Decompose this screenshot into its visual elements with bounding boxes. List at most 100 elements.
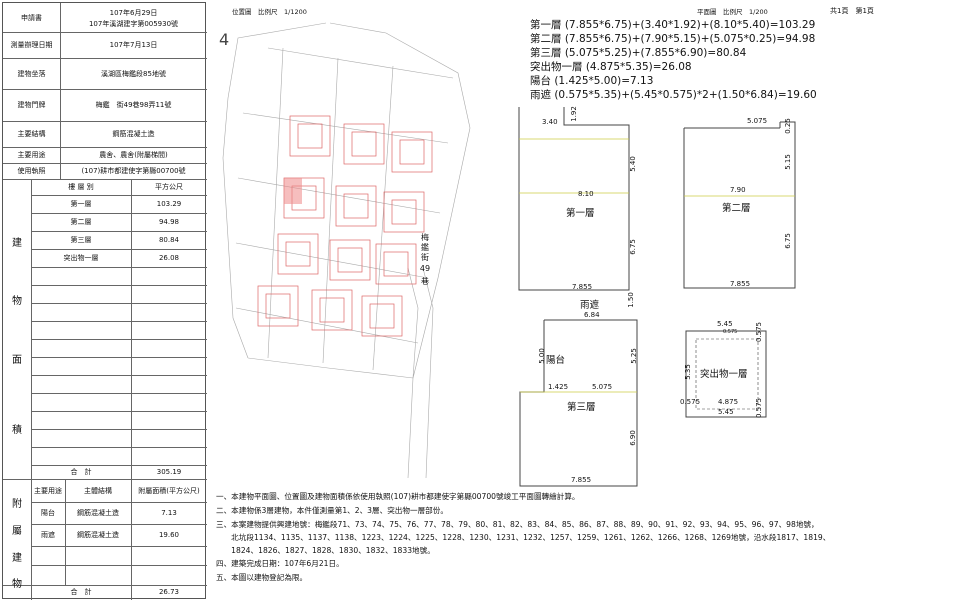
floor-name-3: 第三層 [70,236,92,244]
registration-table: 申請書 107年6月29日 107年溪湖建字第005930號 測量辦理日期 10… [2,2,207,600]
site-plan-map [222,22,471,479]
application-number: 107年溪湖建字第005930號 [88,20,179,28]
annex-area-1: 7.13 [161,509,177,517]
road-char-3: 街 [421,253,429,262]
second-floor-plan [683,121,796,289]
area-char-1: 建 [12,238,22,249]
floor-name-1: 第一層 [70,200,92,208]
annex-char-3: 建 [12,553,22,564]
floor-name-4: 突出物一層 [63,254,99,262]
applicant-value: 107年6月29日 107年溪湖建字第005930號 [60,3,207,32]
area-char-2: 物 [12,296,22,307]
roof-dim-1: 5.45 [717,320,733,328]
annex-use-1: 陽台 [41,509,55,517]
f2-dim-6: 7.855 [730,280,751,288]
f2-dim-4: 7.90 [730,186,746,194]
f1-dim-3: 5.40 [628,156,637,172]
area-char-4: 積 [12,425,22,436]
f3-dim-4: 5.075 [592,383,613,391]
roof-dim-2: 0.575 [723,329,738,335]
use-label: 主要用途 [17,151,46,159]
survey-date-label: 測量辦理日期 [10,41,53,49]
f2-label: 第二層 [722,203,751,214]
annex-structure-2: 鋼筋混凝土造 [77,531,119,539]
annex-header-use: 主要用途 [34,486,62,495]
annex-area-2: 19.60 [158,531,180,539]
note-6: 四、建築完成日期：107年6月21日。 [216,559,344,568]
f3-label: 第三層 [567,402,596,413]
area-total-value: 305.19 [156,468,182,476]
canopy-dim-2: 6.84 [584,311,600,319]
annex-char-2: 屬 [12,526,22,537]
floor-area-4: 26.08 [158,254,180,262]
annex-char-4: 物 [12,579,22,590]
f3-dim-5: 6.90 [628,430,637,446]
road-char-5: 巷 [421,277,429,286]
f3-dim-6: 7.855 [571,476,592,484]
annex-char-1: 附 [12,499,22,510]
floor-column-header: 樓 層 別 [68,183,94,191]
first-floor-plan [518,107,630,291]
location-value: 溪湖區梅鑑段85地號 [101,69,166,78]
f2-dim-1: 5.075 [747,117,768,125]
applicant-label: 申請書 [21,13,42,22]
floor-area-2: 94.98 [158,218,180,226]
note-5: 1824、1826、1827、1828、1830、1832、1833地號。 [216,546,435,555]
f1-label: 第一層 [566,208,595,219]
f1-dim-2: 1.92 [569,106,578,122]
third-floor-plan [519,319,638,487]
calc-line-5: 陽台 (1.425*5.00)=7.13 [530,75,654,87]
annex-vertical-label: 附 屬 建 物 [3,479,31,599]
calc-line-3: 第三層 (5.075*5.25)+(7.855*6.90)=80.84 [530,47,747,59]
f3-dim-2: 5.25 [629,348,638,364]
door-value: 梅鑑 街49巷98弄11號 [95,101,172,109]
structure-label: 主要結構 [17,130,46,138]
roof-dim-5: 4.875 [718,398,739,406]
note-4: 北坑段1134、1135、1137、1138、1223、1224、1225、12… [216,533,831,542]
f3-dim-1: 5.00 [537,348,546,364]
calc-line-6: 雨遮 (0.575*5.35)+(5.45*0.575)*2+(1.50*6.8… [530,89,817,101]
roof-dim-7: 0.575 [680,398,701,406]
area-char-3: 面 [12,355,22,366]
site-plan-title: 位置圖 比例尺 1/1200 [232,8,307,16]
license-label: 使用執照 [17,167,46,175]
road-char-2: 鑑 [421,243,429,252]
location-label: 建物坐落 [17,69,46,78]
road-char-1: 梅 [421,233,429,242]
annex-total-label: 合 計 [70,588,92,596]
f1-dim-1: 3.40 [542,118,558,126]
road-char-4: 49 [419,264,431,273]
survey-date-value: 107年7月13日 [109,41,158,49]
floor-area-3: 80.84 [158,236,180,244]
roof-dim-8: 0.575 [755,397,764,419]
f1-dim-5: 6.75 [628,239,637,255]
note-2: 二、本建物係3層建物，本件僅測量第1、2、3層、突出物一層部份。 [216,506,448,515]
f3-balcony-label: 陽台 [546,355,566,366]
structure-value: 鋼筋混凝土造 [112,130,155,138]
floor-name-2: 第二層 [70,218,92,226]
door-label: 建物門牌 [17,101,46,109]
calc-line-2: 第二層 (7.855*6.75)+(7.90*5.15)+(5.075*0.25… [530,33,816,45]
calc-line-1: 第一層 (7.855*6.75)+(3.40*1.92)+(8.10*5.40)… [530,19,816,31]
canopy-label: 雨遮 [580,300,600,311]
f1-dim-6: 7.855 [572,283,593,291]
annex-header-area: 附屬面積(平方公尺) [138,486,200,495]
application-date: 107年6月29日 [109,9,158,17]
note-3: 三、本案建物提供興建地號：梅鑑段71、73、74、75、76、77、78、79、… [216,520,819,529]
use-value: 農舍、農舍(附屬梯間) [99,151,168,159]
f1-dim-4: 8.10 [578,190,594,198]
license-value: (107)耕市都建使字第縣00700號 [81,167,186,175]
note-1: 一、本建物平面圖、位置圖及建物面積係依使用執照(107)耕市都建使字第縣0070… [216,492,580,501]
canopy-dim-1: 1.50 [626,292,635,308]
roof-dim-4: 0.575 [755,321,764,343]
area-vertical-label: 建 物 面 積 [3,179,31,479]
area-total-label: 合 計 [70,468,92,476]
north-arrow: 4 [219,30,230,49]
annex-total-value: 26.73 [158,588,180,596]
floor-area-1: 103.29 [156,200,182,208]
roof-projection-plan [685,330,767,418]
calc-line-4: 突出物一層 (4.875*5.35)=26.08 [530,61,692,73]
f3-dim-3: 1.425 [548,383,569,391]
roof-dim-3: 5.35 [683,364,692,380]
floor-plan-scale: 平面圖 比例尺 1/200 [697,8,768,16]
